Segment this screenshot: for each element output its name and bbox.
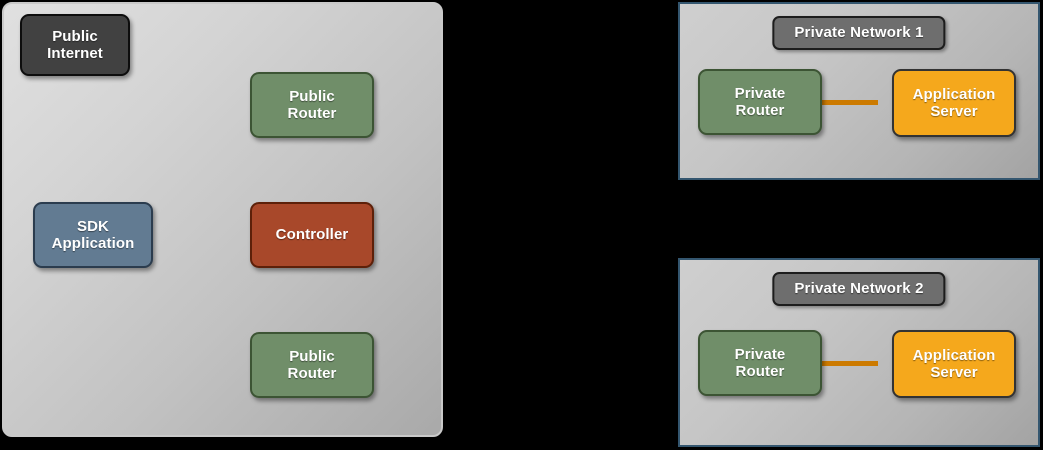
node-public-router-top-label: Public Router <box>287 87 337 122</box>
private-network-1-panel: Private Network 1 Private Router Applica… <box>678 2 1040 180</box>
node-sdk-application-label: SDK Application <box>51 217 135 252</box>
node-application-server-2[interactable]: Application Server <box>892 330 1016 398</box>
private-network-1-title: Private Network 1 <box>772 16 946 50</box>
node-application-server-2-label: Application Server <box>912 346 996 381</box>
node-private-router-2-label: Private Router <box>734 345 786 380</box>
node-application-server-1[interactable]: Application Server <box>892 69 1016 137</box>
node-sdk-application[interactable]: SDK Application <box>33 202 153 268</box>
private-network-2-title: Private Network 2 <box>772 272 946 306</box>
private-network-2-panel: Private Network 2 Private Router Applica… <box>678 258 1040 447</box>
public-cloud-panel: Public Internet Public Router SDK Applic… <box>2 2 443 437</box>
node-public-internet[interactable]: Public Internet <box>20 14 130 76</box>
node-application-server-1-label: Application Server <box>912 85 996 120</box>
node-controller[interactable]: Controller <box>250 202 374 268</box>
node-public-router-top[interactable]: Public Router <box>250 72 374 138</box>
node-public-router-bottom-label: Public Router <box>287 347 337 382</box>
connector-private-router-2-to-application-server-2 <box>800 361 878 366</box>
node-controller-label: Controller <box>275 226 349 244</box>
node-public-internet-label: Public Internet <box>47 27 103 62</box>
node-private-router-2[interactable]: Private Router <box>698 330 822 396</box>
node-public-router-bottom[interactable]: Public Router <box>250 332 374 398</box>
connector-private-router-1-to-application-server-1 <box>800 100 878 105</box>
node-private-router-1-label: Private Router <box>734 84 786 119</box>
node-private-router-1[interactable]: Private Router <box>698 69 822 135</box>
